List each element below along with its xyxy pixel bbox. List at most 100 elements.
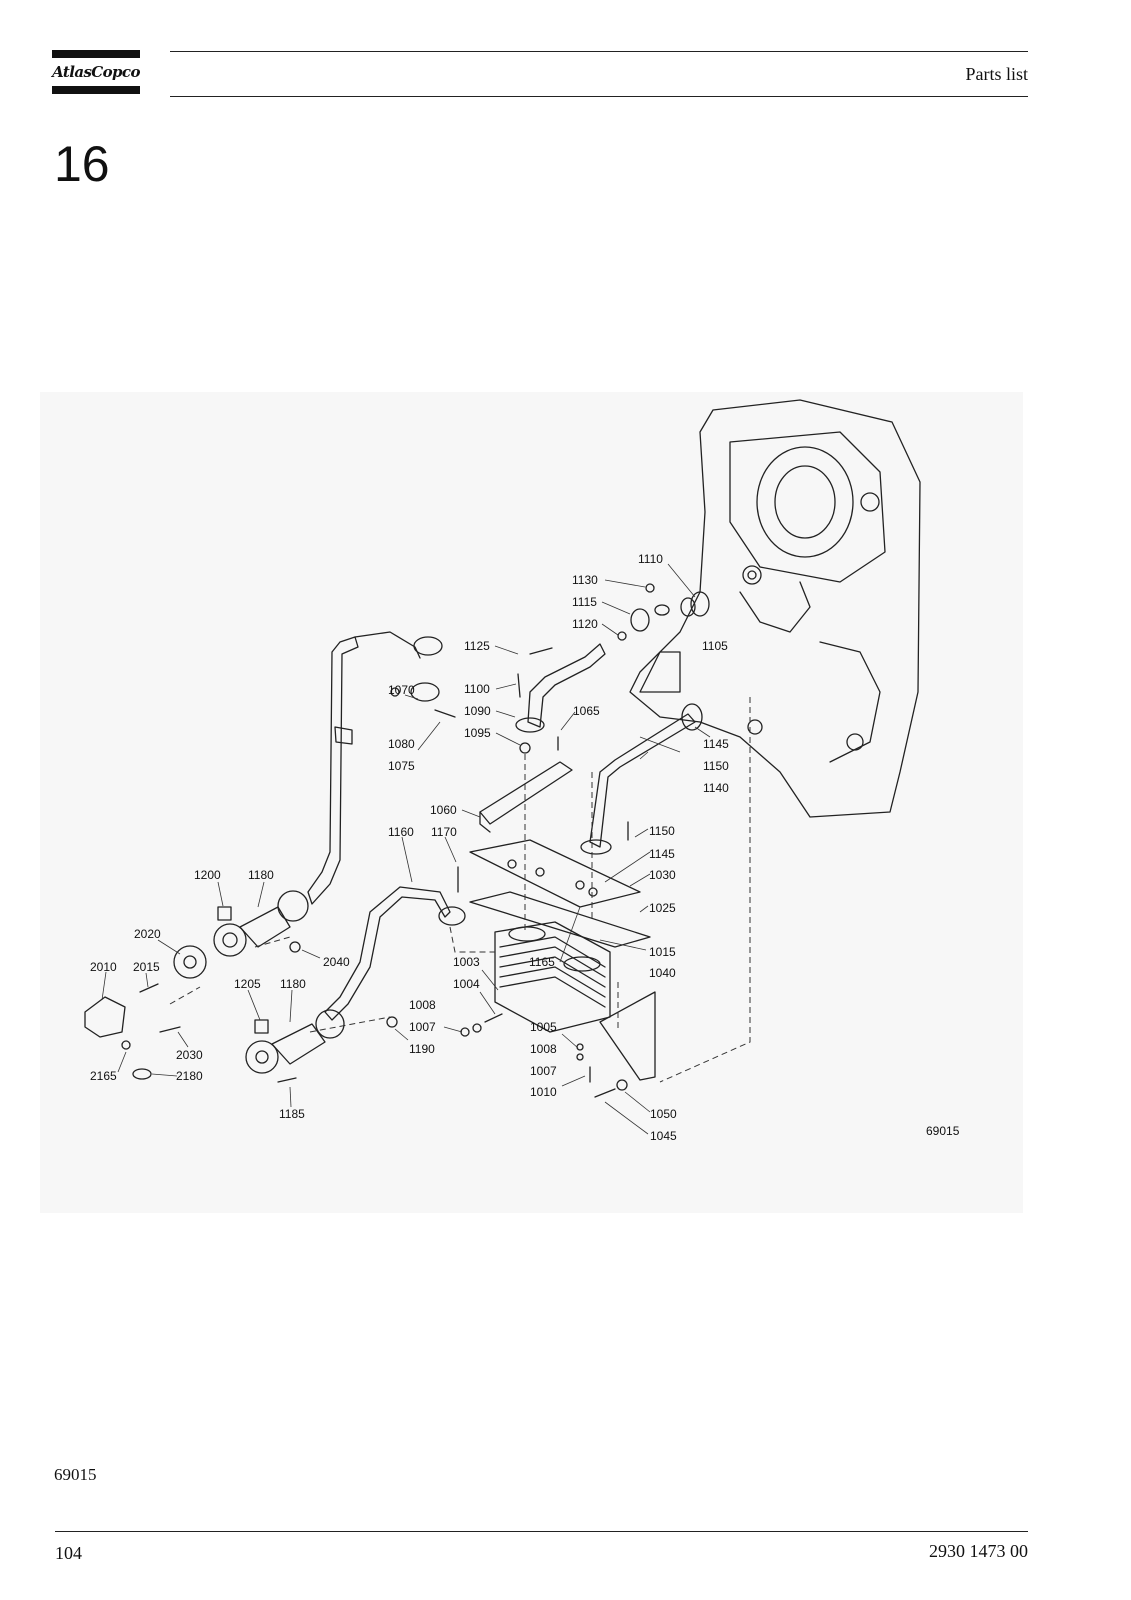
- washer-1115: [654, 604, 670, 616]
- callout-1160: 1160: [388, 825, 414, 839]
- logo-wordmark: AtlasCopco: [52, 63, 140, 81]
- callout-1150: 1150: [703, 759, 729, 773]
- figure-caption: 69015: [54, 1465, 97, 1484]
- leader-1110: [667, 563, 696, 598]
- callout-1030: 1030: [649, 868, 676, 882]
- leader-2015: [145, 972, 149, 988]
- union-1110b: [680, 597, 696, 617]
- leader-2030: [177, 1031, 189, 1048]
- bolt-1100: [517, 673, 521, 698]
- leader-1180: [257, 881, 265, 908]
- leader-1007a: [443, 1026, 463, 1033]
- drawing-canvas: 1110 1130 1115 1120 1105 1125 1100 1090 …: [84, 399, 960, 1143]
- housing-rib: [739, 581, 811, 633]
- pipe-1140-flange: [580, 839, 612, 855]
- housing-outline: [629, 399, 921, 818]
- callout-1110: 1110: [638, 552, 663, 566]
- leader-1045: [604, 1101, 649, 1135]
- flange-lower-pipe: [315, 1009, 345, 1039]
- plug-1007b: [576, 1053, 584, 1061]
- bracket-1060-lip: [479, 811, 491, 833]
- washer-1050: [616, 1079, 628, 1091]
- valve-body-upper: [239, 906, 291, 948]
- leader-1150b: [634, 828, 649, 838]
- logo-bar-bottom: [52, 86, 140, 94]
- bolt-1185: [277, 1077, 297, 1083]
- union-1110: [690, 591, 710, 617]
- drawing-linework: [84, 399, 921, 1098]
- bolt-1125: [529, 647, 553, 655]
- callout-1145: 1145: [703, 737, 729, 751]
- fitting-1004: [484, 1013, 503, 1023]
- callout-1007a: 1007: [409, 1020, 436, 1034]
- flange-1180-lower: [245, 1040, 279, 1074]
- cooler-fins: [499, 936, 606, 1008]
- callout-1065: 1065: [573, 704, 600, 718]
- leader-2165: [117, 1051, 127, 1073]
- callout-1015: 1015: [649, 945, 676, 959]
- leader-2020: [157, 939, 181, 955]
- housing-boss: [860, 492, 880, 512]
- dash-line-pipe: [449, 926, 495, 953]
- leader-1125: [494, 645, 519, 655]
- callout-1170: 1170: [431, 825, 457, 839]
- callout-1008b: 1008: [530, 1042, 557, 1056]
- flange-1180-upper-bore: [222, 932, 238, 948]
- page-header-title: Parts list: [965, 64, 1028, 84]
- nut-2040: [289, 941, 301, 953]
- flange-2020: [173, 945, 207, 979]
- leader-2010: [101, 971, 107, 1001]
- housing-boss-2: [846, 733, 864, 751]
- callout-2030: 2030: [176, 1048, 203, 1062]
- pipe-1160: [324, 886, 451, 1021]
- callout-1185: 1185: [279, 1107, 305, 1121]
- leader-1140: [639, 751, 649, 760]
- pipe-long: [307, 636, 359, 905]
- callout-1115: 1115: [572, 595, 597, 609]
- leader-1065: [560, 711, 576, 731]
- atlas-copco-logo: AtlasCopco: [52, 50, 140, 94]
- leader-lines: [101, 563, 711, 1135]
- callout-1180: 1180: [248, 868, 274, 882]
- flange-1200-side: [277, 890, 309, 922]
- pipe-1090-flange: [515, 717, 545, 733]
- leader-1030: [629, 873, 651, 887]
- leader-1090: [495, 710, 516, 718]
- callout-1095: 1095: [464, 726, 491, 740]
- leader-2180: [151, 1073, 178, 1077]
- cooler-port-2: [563, 956, 601, 972]
- callout-1008a: 1008: [409, 998, 436, 1012]
- callout-2010: 2010: [90, 960, 117, 974]
- leader-1185: [289, 1086, 292, 1108]
- leader-1160: [401, 836, 413, 883]
- plate-upper: [469, 839, 641, 908]
- leader-1095: [495, 732, 521, 746]
- leader-1003: [481, 969, 499, 991]
- leader-1190: [394, 1028, 409, 1041]
- callout-1180b: 1180: [280, 977, 306, 991]
- bolt-1075: [434, 709, 456, 718]
- callout-2015: 2015: [133, 960, 160, 974]
- flange-1180-lower-bore: [255, 1050, 269, 1064]
- callout-labels: 1110 1130 1115 1120 1105 1125 1100 1090 …: [90, 552, 960, 1143]
- assembly-dash-lines: [169, 697, 751, 1083]
- leader-1130: [604, 579, 646, 588]
- oring-1145: [588, 887, 598, 897]
- flange-2020-bore: [183, 955, 197, 969]
- callout-2020: 2020: [134, 927, 161, 941]
- leader-1050: [624, 1091, 651, 1113]
- footer-rule: [55, 1531, 1028, 1532]
- pump-flange: [742, 565, 762, 585]
- seal-1008b: [576, 1043, 584, 1051]
- callout-1045: 1045: [650, 1129, 677, 1143]
- leader-2040: [301, 949, 321, 959]
- nut-1190: [386, 1016, 398, 1028]
- callout-2165: 2165: [90, 1069, 117, 1083]
- pipe-long-top: [354, 631, 421, 659]
- callout-1090: 1090: [464, 704, 491, 718]
- plug-1007a: [472, 1023, 482, 1033]
- header-rule-top: [170, 51, 1028, 52]
- leader-1115: [601, 601, 631, 615]
- flange-1180-upper: [213, 923, 247, 957]
- pipe-clip: [334, 726, 353, 745]
